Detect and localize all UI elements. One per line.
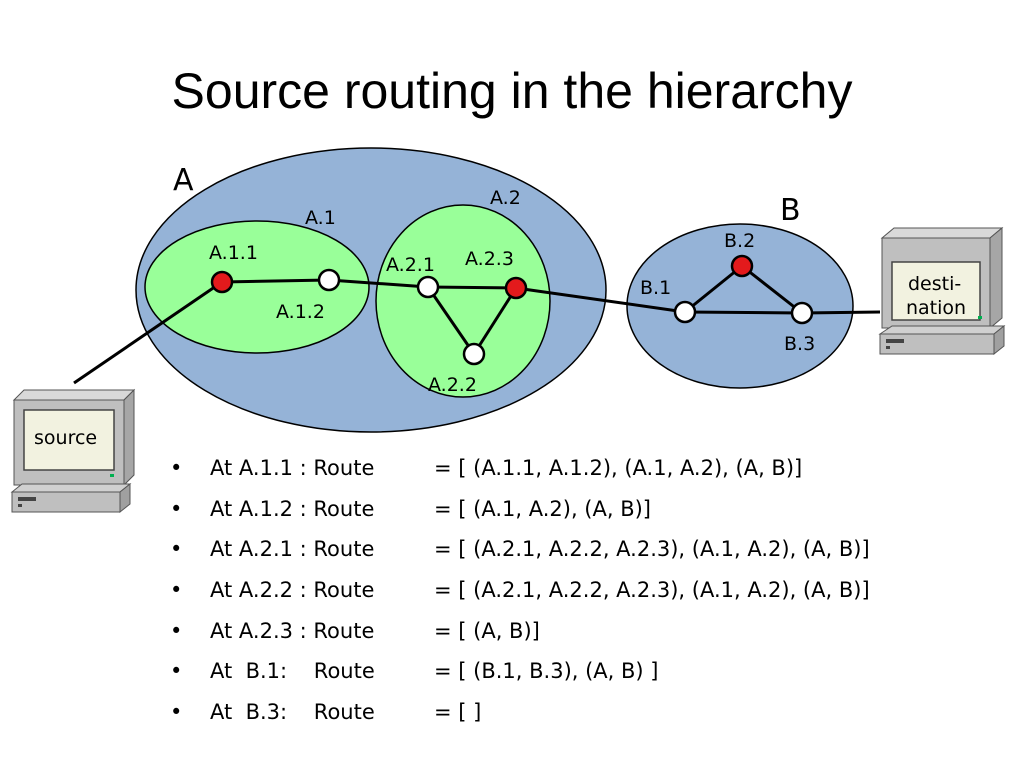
route-location: At B.3: Route	[210, 700, 375, 725]
route-value: = [ (B.1, B.3), (A, B) ]	[434, 659, 659, 684]
link-source-a11	[73, 280, 223, 385]
router-a22	[462, 342, 486, 366]
domain-a-label: A	[173, 163, 194, 198]
router-a23	[504, 276, 528, 300]
link-a21-a23	[427, 285, 517, 290]
link-a11-a12	[221, 278, 330, 284]
domain-b	[626, 223, 854, 389]
bullet: •	[170, 537, 183, 562]
link-b2-b3	[741, 264, 803, 315]
route-location: At A.1.1 : Route	[210, 456, 375, 480]
route-location: At A.2.1 : Route	[210, 537, 375, 562]
destination-label-line1: desti-	[908, 273, 961, 295]
link-b1-b2	[684, 264, 743, 314]
route-location: At A.2.2 : Route	[210, 578, 375, 603]
slide-title: Source routing in the hierarchy	[171, 63, 853, 119]
route-value: = [ (A.1, A.2), (A, B)]	[434, 496, 651, 521]
router-b3-label: B.3	[784, 333, 815, 355]
source-label: source	[34, 427, 97, 449]
bullet: •	[170, 700, 183, 725]
source-computer-icon	[10, 388, 136, 514]
router-b1	[673, 300, 697, 324]
link-a12-a21	[328, 278, 429, 289]
route-location: At A.2.3 : Route	[210, 618, 375, 643]
route-value: = [ (A.2.1, A.2.2, A.2.3), (A.1, A.2), (…	[434, 537, 870, 562]
link-a21-a22	[426, 286, 476, 355]
domain-a2-label: A.2	[490, 187, 521, 209]
link-b1-b3	[684, 310, 803, 315]
router-a21-label: A.2.1	[386, 254, 435, 276]
bullet: •	[170, 618, 183, 643]
domain-b-label: B	[780, 193, 801, 228]
link-a22-a23	[472, 287, 518, 355]
route-value: = [ (A.2.1, A.2.2, A.2.3), (A.1, A.2), (…	[434, 578, 870, 603]
router-b3	[790, 301, 814, 325]
router-a12	[317, 268, 341, 292]
route-value: = [ (A.1.1, A.1.2), (A.1, A.2), (A, B)]	[434, 456, 803, 480]
domain-a1	[144, 220, 370, 354]
bullet: •	[170, 659, 183, 684]
domain-a2	[375, 204, 551, 398]
link-a23-b1	[515, 286, 686, 314]
router-b2-label: B.2	[724, 230, 755, 252]
bullet: •	[170, 578, 183, 603]
router-a12-label: A.1.2	[276, 301, 325, 323]
router-b2	[730, 254, 754, 278]
router-a22-label: A.2.2	[428, 374, 477, 396]
route-location: At A.1.2 : Route	[210, 496, 375, 521]
link-b3-destination	[801, 310, 881, 315]
route-value: = [ ]	[434, 700, 482, 725]
route-location: At B.1: Route	[210, 659, 375, 684]
route-value: = [ (A, B)]	[434, 618, 540, 643]
bullet: •	[170, 496, 183, 521]
router-a21	[416, 275, 440, 299]
domain-a1-label: A.1	[305, 207, 336, 229]
router-a11-label: A.1.1	[209, 242, 258, 264]
router-b1-label: B.1	[640, 277, 671, 299]
bullet: •	[170, 456, 183, 480]
router-a23-label: A.2.3	[465, 248, 514, 270]
router-a11	[210, 270, 234, 294]
destination-label-line2: nation	[906, 297, 966, 319]
destination-computer-icon	[878, 226, 1006, 356]
